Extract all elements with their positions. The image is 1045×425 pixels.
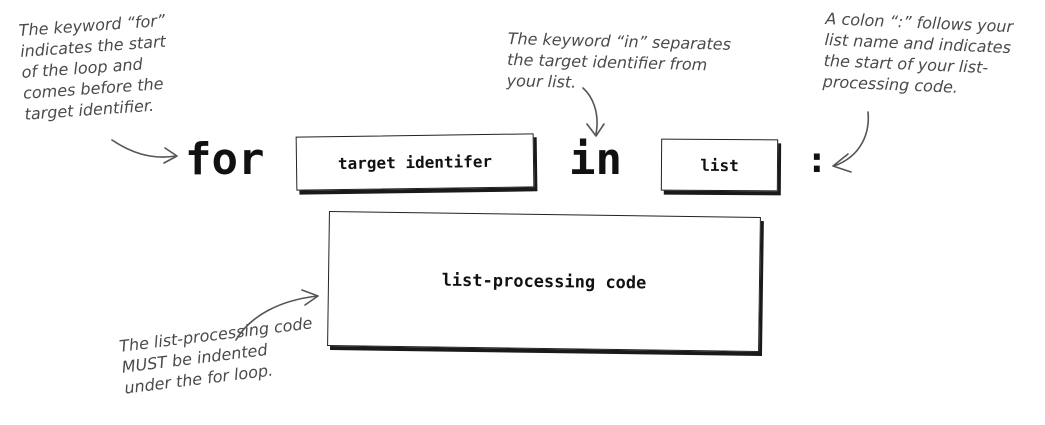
in-arrow-icon	[582, 87, 598, 135]
colon-arrowhead-icon	[832, 153, 852, 173]
for-arrowhead-icon	[163, 147, 178, 164]
in-arrowhead-icon	[586, 123, 605, 137]
indent-arrowhead-icon	[301, 289, 319, 306]
indent-arrow-icon	[235, 295, 319, 341]
for-keyword: for	[185, 134, 265, 185]
colon-symbol: :	[806, 140, 828, 181]
colon-arrow-icon	[833, 111, 870, 167]
for-arrow-icon	[111, 139, 177, 158]
in-keyword: in	[569, 134, 622, 185]
